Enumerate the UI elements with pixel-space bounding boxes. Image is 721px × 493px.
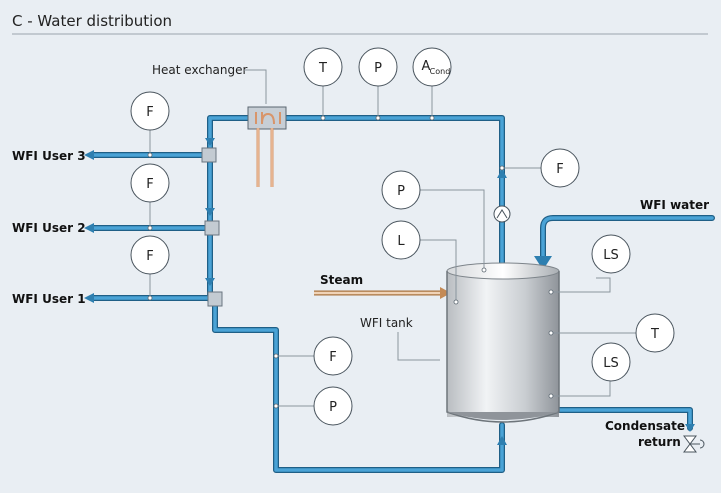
- instrument-f-user3-text: F: [146, 105, 153, 120]
- instrument-t-tank-text: T: [650, 327, 659, 342]
- instrument-ls-bottom-text: LS: [603, 356, 619, 371]
- instrument-f-return: [313, 336, 353, 376]
- instrument-p-return-text: P: [329, 400, 337, 415]
- instrument-f-right: [540, 148, 580, 188]
- instrument-ls-top: [591, 234, 631, 274]
- instrument-a-cond-sub: Cond: [430, 67, 451, 76]
- arrow-up-loop: [497, 169, 507, 178]
- instrument-p-return: [313, 386, 353, 426]
- instrument-l-tank: [381, 220, 421, 260]
- instrument-f-user2: [130, 163, 170, 203]
- heat-exchanger: [247, 106, 287, 187]
- heat-exchanger-leader: [244, 69, 267, 104]
- label-condensate-1: Condensate: [605, 419, 685, 433]
- junctions: [201, 147, 223, 307]
- instrument-f-user1-text: F: [146, 249, 153, 264]
- loop-check-valve: [493, 205, 511, 223]
- arrow-down-2: [205, 208, 215, 216]
- instrument-l-tank-text: L: [397, 234, 405, 249]
- instrument-f-user2-text: F: [146, 177, 153, 192]
- label-user2: WFI User 2: [12, 221, 86, 235]
- instrument-p-top-text: P: [374, 61, 382, 76]
- instrument-t-tank: [635, 313, 675, 353]
- label-condensate-2: return: [638, 435, 681, 449]
- arrow-down-3: [205, 278, 215, 286]
- wfi-tank: [446, 262, 560, 423]
- steam-label: Steam: [320, 273, 363, 287]
- label-wfi-water: WFI water: [640, 198, 709, 212]
- instrument-a-cond-text: A: [422, 59, 431, 74]
- label-user1: WFI User 1: [12, 292, 86, 306]
- flow-arrows: [84, 138, 695, 445]
- arrow-wfi-in: [534, 256, 552, 270]
- arrow-condensate: [685, 424, 695, 432]
- steam-line: [314, 287, 451, 299]
- instrument-p-top: [358, 47, 398, 87]
- arrow-up-tank: [497, 436, 507, 445]
- instrument-f-right-text: F: [556, 162, 563, 177]
- arrow-user3: [84, 150, 94, 160]
- instrument-a-cond: [412, 47, 452, 87]
- junction-user1: [207, 291, 223, 307]
- instrument-ls-bottom: [591, 342, 631, 382]
- arrow-down-1: [205, 138, 215, 146]
- instrument-p-tank-text: P: [397, 184, 405, 199]
- label-user3: WFI User 3: [12, 149, 86, 163]
- instrument-p-tank: [381, 170, 421, 210]
- instrument-t-top: [303, 47, 343, 87]
- condensate-valve: [683, 435, 705, 453]
- instrument-ls-top-text: LS: [603, 248, 619, 263]
- instrument-f-return-text: F: [329, 350, 336, 365]
- connection-dots: [147, 115, 554, 409]
- arrow-user2: [84, 223, 94, 233]
- heat-exchanger-label: Heat exchanger: [152, 63, 248, 77]
- arrow-user1: [84, 293, 94, 303]
- instrument-f-user3: [130, 91, 170, 131]
- page-title: C - Water distribution: [12, 12, 172, 30]
- instrument-f-user1: [130, 235, 170, 275]
- junction-user3: [201, 147, 217, 163]
- junction-user2: [204, 220, 220, 236]
- wfi-tank-leader: [397, 332, 440, 361]
- wfi-tank-label: WFI tank: [360, 316, 413, 330]
- instrument-t-top-text: T: [318, 61, 327, 76]
